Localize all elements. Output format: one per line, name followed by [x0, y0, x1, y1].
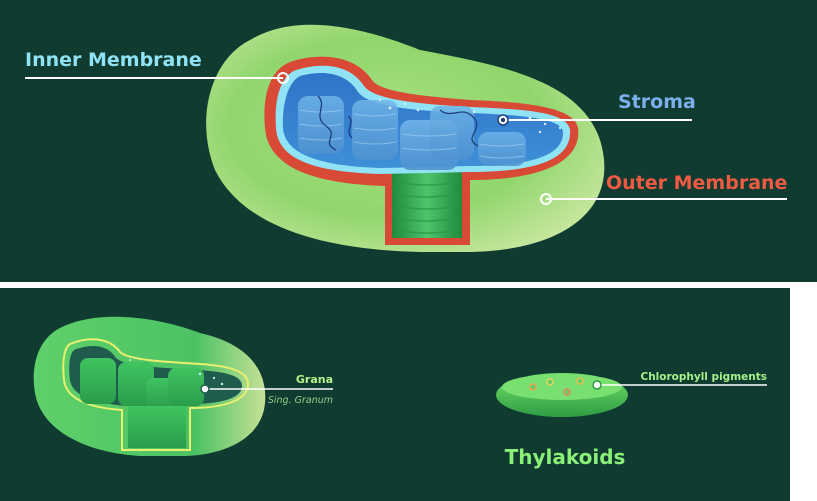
thylakoid-disc-top: [502, 374, 622, 400]
chloroplast-diagram: Inner Membrane Stroma Outer Membrane: [25, 24, 787, 252]
stroma-stem: [392, 172, 462, 238]
stem-stack-lines: [393, 181, 461, 234]
stroma-speckles: [378, 98, 562, 134]
outer-membrane-pointer: [540, 193, 552, 205]
inner-membrane-label: Inner Membrane: [25, 49, 202, 71]
stroma-dna-strands: [317, 95, 479, 151]
label-leaders: [25, 72, 787, 205]
grana-sub-label: Sing. Granum: [268, 395, 333, 406]
small-stroma-speckles: [129, 359, 224, 386]
grana-thylakoid-panel: Grana Sing. Granum Chlorophyll pigments …: [0, 288, 790, 501]
stroma-label: Stroma: [618, 91, 696, 113]
grana-thylakoid-diagram: Grana Sing. Granum Chlorophyll pigments …: [33, 316, 767, 469]
grana-pointer: [200, 384, 210, 394]
chlorophyll-pointer: [592, 380, 602, 390]
inner-membrane-pointer: [277, 72, 289, 84]
thylakoids-label: Thylakoids: [505, 445, 626, 469]
outer-membrane-label: Outer Membrane: [606, 172, 787, 194]
small-grana-stacks: [80, 358, 204, 448]
grana-label: Grana: [296, 373, 333, 386]
grana-stacks: [298, 96, 526, 170]
chlorophyll-pigments: [529, 377, 584, 396]
small-chloroplast-outline: [62, 338, 250, 451]
chloroplast-detail-panel: Inner Membrane Stroma Outer Membrane: [0, 0, 817, 282]
chlorophyll-pigments-label: Chlorophyll pigments: [640, 371, 767, 383]
